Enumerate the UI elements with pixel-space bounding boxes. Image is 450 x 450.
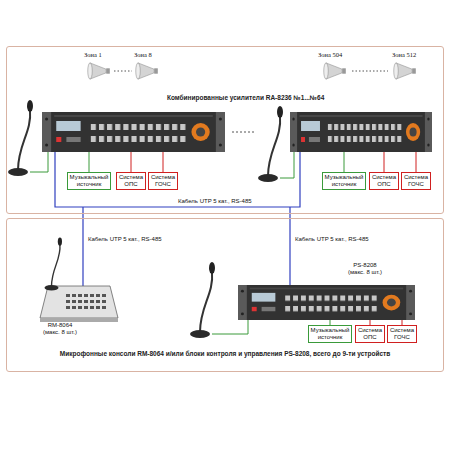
source-wire: [163, 152, 164, 172]
mic-wire: [280, 152, 294, 178]
source-box: Система ОПС: [369, 172, 399, 190]
cable-label: Кабель UTP 5 кат., RS-485: [178, 198, 252, 205]
panel-caption: Микрофонные консоли RM-8064 и/или блоки …: [7, 350, 443, 358]
microphone: [8, 100, 33, 176]
dots: [114, 71, 132, 72]
source-box: Система ГОЧС: [148, 172, 178, 190]
device-label: RM-8064 (макс. 8 шт.): [40, 322, 80, 336]
source-box: Система ОПС: [116, 172, 146, 190]
source-wire: [131, 152, 132, 172]
zone-panel: Комбинированные усилители RA-8236 №1...№…: [6, 46, 444, 214]
cable-label: Кабель UTP 5 кат., RS-485: [295, 236, 369, 243]
source-box: Система ГОЧС: [401, 172, 431, 190]
horn-speaker: [394, 63, 416, 79]
box-text: Система ГОЧС: [404, 174, 428, 188]
source-box: Система ГОЧС: [387, 325, 417, 343]
device-label: PS-8208 (макс. 8 шт.): [345, 262, 385, 276]
amplifier: [290, 112, 432, 152]
horn-speaker: [88, 63, 110, 79]
horn-speaker: [324, 63, 346, 79]
source-wire: [416, 152, 417, 172]
dots: [232, 132, 256, 133]
box-text: Система ГОЧС: [390, 327, 414, 341]
microphone: [258, 106, 283, 182]
zone-label: Зона 8: [134, 51, 152, 59]
box-text: Музыкальный источник: [70, 174, 109, 188]
console-body: [40, 286, 118, 318]
box-text: Система ГОЧС: [151, 174, 175, 188]
source-wire: [384, 152, 385, 172]
source-box: Музыкальный источник: [308, 325, 353, 343]
mic-wire: [30, 152, 48, 172]
zone-panel: Микрофонные консоли RM-8064 и/или блоки …: [6, 218, 444, 372]
source-wire: [89, 152, 90, 172]
console-buttons: [64, 292, 106, 312]
box-text: Система ОПС: [358, 327, 382, 341]
box-text: Система ОПС: [372, 174, 396, 188]
box-text: Музыкальный источник: [325, 174, 364, 188]
source-wire: [344, 152, 345, 172]
amplifier: [42, 112, 225, 152]
box-text: Музыкальный источник: [311, 327, 350, 341]
zone-label: Зона 504: [318, 51, 342, 59]
zone-label: Зона 1: [84, 51, 102, 59]
control-unit: [238, 285, 415, 320]
source-box: Музыкальный источник: [322, 172, 367, 190]
mic-wire: [212, 320, 248, 334]
rs485-cable: [55, 152, 300, 207]
microphone: [190, 262, 215, 338]
panel-caption: Комбинированные усилители RA-8236 №1...№…: [167, 94, 324, 102]
zone-label: Зона 512: [392, 51, 416, 59]
source-box: Музыкальный источник: [67, 172, 112, 190]
console-front: [40, 318, 118, 322]
horn-speaker: [136, 63, 158, 79]
microphone: [45, 237, 63, 290]
box-text: Система ОПС: [119, 174, 143, 188]
cable-label: Кабель UTP 5 кат., RS-485: [88, 236, 162, 243]
source-box: Система ОПС: [355, 325, 385, 343]
dots: [352, 71, 388, 72]
